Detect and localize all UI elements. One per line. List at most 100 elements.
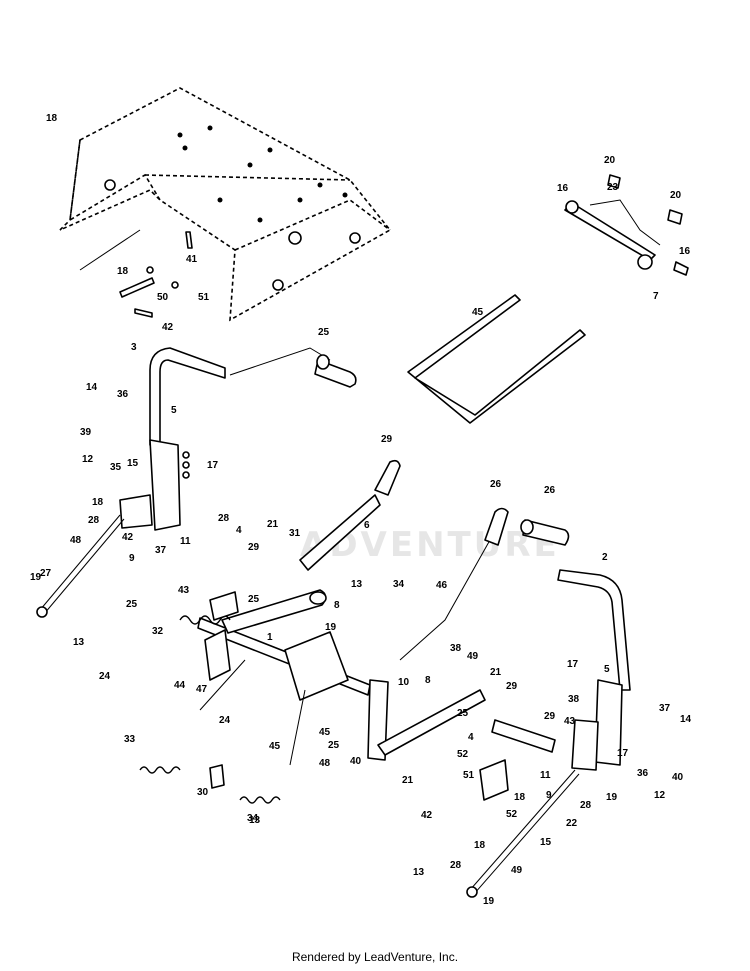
callout-label: 27 (40, 568, 52, 579)
callout-label: 12 (82, 454, 94, 465)
rod-47 (399, 507, 509, 661)
callout-label: 25 (248, 594, 260, 605)
callout-label: 51 (198, 292, 210, 303)
callout-label: 28 (88, 515, 100, 526)
main-axle-assembly (197, 589, 389, 761)
callout-label: 42 (162, 322, 174, 333)
callout-label: 1 (267, 632, 273, 643)
callout-label: 26 (544, 485, 556, 496)
callout-label: 15 (540, 837, 552, 848)
frame-hardware (79, 229, 193, 318)
callout-label: 21 (490, 667, 502, 678)
callout-label: 29 (544, 711, 556, 722)
callout-label: 52 (506, 809, 518, 820)
callout-label: 19 (30, 572, 42, 583)
callout-label: 42 (421, 810, 433, 821)
callout-label: 8 (425, 675, 431, 686)
callout-label: 13 (249, 815, 261, 826)
callout-label: 25 (457, 708, 469, 719)
callout-label: 44 (174, 680, 186, 691)
callout-label: 17 (207, 460, 219, 471)
callout-label: 17 (567, 659, 579, 670)
callout-label: 37 (155, 545, 167, 556)
frame-assembly (59, 87, 392, 322)
callout-label: 34 (247, 813, 259, 824)
callout-label: 19 (606, 792, 618, 803)
callout-label: 40 (350, 756, 362, 767)
right-lever-bracket (377, 679, 623, 898)
callout-label: 28 (218, 513, 230, 524)
callout-label: 11 (540, 770, 551, 781)
callout-label: 43 (178, 585, 190, 596)
footer-credit: Rendered by LeadVenture, Inc. (291, 950, 459, 964)
callout-label: 10 (398, 677, 410, 688)
callout-label: 38 (568, 694, 580, 705)
callout-label: 42 (122, 532, 134, 543)
left-lever-bracket (119, 439, 190, 531)
callout-label: 11 (180, 536, 191, 547)
callout-label: 40 (672, 772, 684, 783)
callout-label: 18 (514, 792, 526, 803)
callout-label: 18 (474, 840, 486, 851)
callout-label: 17 (617, 748, 629, 759)
left-control-handle (149, 347, 357, 446)
callout-label: 4 (468, 732, 474, 743)
callout-label: 6 (364, 520, 370, 531)
callout-label: 5 (171, 405, 177, 416)
callout-label: 8 (334, 600, 340, 611)
callout-label: 4 (236, 525, 242, 536)
callout-label: 15 (127, 458, 139, 469)
callout-label: 31 (289, 528, 301, 539)
callout-label: 19 (483, 896, 495, 907)
callout-label: 13 (73, 637, 85, 648)
callout-label: 5 (604, 664, 610, 675)
callout-label: 45 (269, 741, 281, 752)
callout-label: 47 (196, 684, 208, 695)
callout-label: 28 (450, 860, 462, 871)
callout-label: 18 (92, 497, 104, 508)
callout-label: 18 (117, 266, 129, 277)
callout-label: 18 (46, 113, 58, 124)
callout-label: 20 (604, 155, 616, 166)
callout-label: 48 (319, 758, 331, 769)
callout-label: 37 (659, 703, 671, 714)
callout-label: 51 (463, 770, 475, 781)
callout-label: 3 (131, 342, 137, 353)
callout-label: 7 (653, 291, 659, 302)
callout-label: 35 (110, 462, 122, 473)
callout-label: 25 (126, 599, 138, 610)
callout-label: 25 (328, 740, 340, 751)
callout-label: 34 (393, 579, 405, 590)
callout-label: 23 (607, 182, 619, 193)
callout-label: 16 (679, 246, 691, 257)
callout-label: 39 (80, 427, 92, 438)
callout-label: 9 (129, 553, 135, 564)
callout-label: 25 (318, 327, 330, 338)
callout-label: 30 (197, 787, 209, 798)
linkage-rods-left (139, 659, 306, 804)
bail-assembly (407, 174, 689, 424)
callout-label: 52 (457, 749, 469, 760)
callout-labels: 1 2 3 4 4 5 5 6 7 8 8 9 9 10 11 11 12 12… (30, 113, 692, 907)
callout-label: 46 (436, 580, 448, 591)
callout-label: 29 (381, 434, 393, 445)
callout-label: 13 (351, 579, 363, 590)
callout-label: 49 (467, 651, 479, 662)
callout-label: 32 (152, 626, 164, 637)
callout-label: 14 (680, 714, 692, 725)
callout-label: 29 (248, 542, 260, 553)
callout-label: 21 (402, 775, 414, 786)
callout-label: 13 (413, 867, 425, 878)
control-rod-left (36, 514, 125, 618)
callout-label: 38 (450, 643, 462, 654)
callout-label: 22 (566, 818, 578, 829)
callout-label: 48 (70, 535, 82, 546)
callout-label: 29 (506, 681, 518, 692)
callout-label: 36 (637, 768, 649, 779)
lift-lever (299, 459, 401, 571)
callout-label: 24 (219, 715, 231, 726)
callout-label: 16 (557, 183, 569, 194)
callout-label: 12 (654, 790, 666, 801)
callout-label: 14 (86, 382, 98, 393)
